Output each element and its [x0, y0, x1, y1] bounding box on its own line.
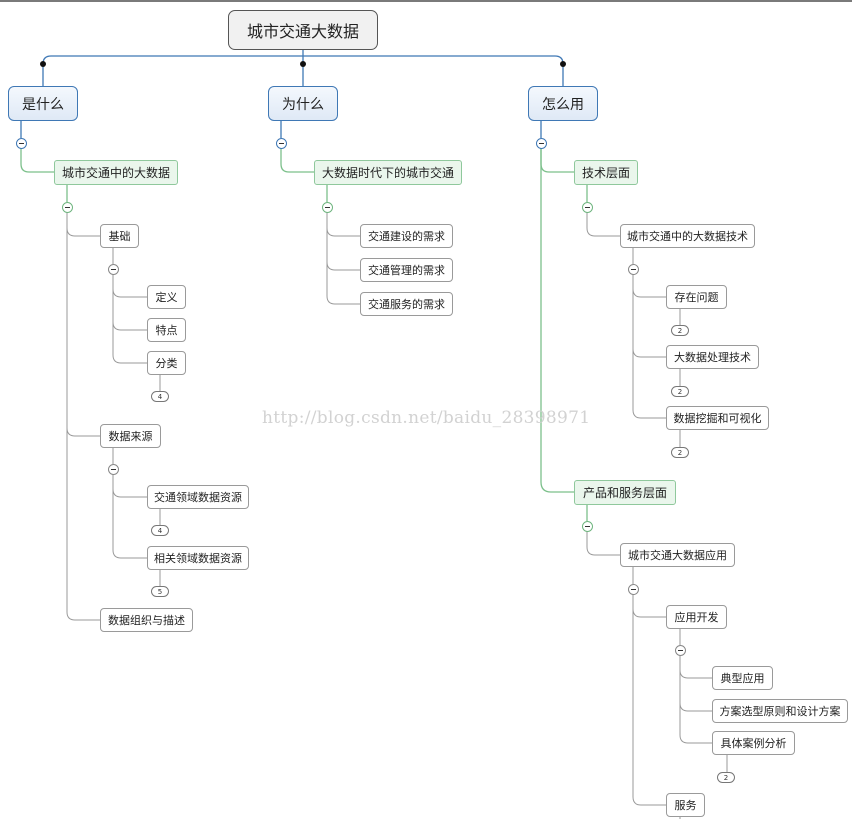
collapse-toggle-icon[interactable]: [108, 264, 119, 275]
node-mining-visualization[interactable]: 数据挖掘和可视化: [666, 406, 769, 430]
node-case-analysis[interactable]: 具体案例分析: [712, 731, 795, 755]
subtopic-big-data-in-traffic[interactable]: 城市交通中的大数据: [54, 160, 178, 185]
node-related-domain-data[interactable]: 相关领域数据资源: [147, 546, 249, 570]
collapse-toggle-icon[interactable]: [582, 202, 593, 213]
collapsed-count-badge[interactable]: 4: [151, 525, 169, 536]
collapsed-count-badge[interactable]: 2: [717, 772, 735, 783]
topic-how[interactable]: 怎么用: [528, 86, 598, 121]
node-data-sources[interactable]: 数据来源: [100, 424, 161, 448]
node-management-demand[interactable]: 交通管理的需求: [360, 258, 453, 282]
node-typical-application[interactable]: 典型应用: [712, 666, 773, 690]
collapse-toggle-icon[interactable]: [628, 584, 639, 595]
node-app-development[interactable]: 应用开发: [666, 605, 727, 629]
subtopic-product-service-level[interactable]: 产品和服务层面: [574, 480, 676, 505]
node-selection-principles[interactable]: 方案选型原则和设计方案: [712, 699, 848, 723]
node-construction-demand[interactable]: 交通建设的需求: [360, 224, 453, 248]
node-service[interactable]: 服务: [666, 793, 705, 817]
collapse-toggle-icon[interactable]: [582, 521, 593, 532]
collapse-toggle-icon[interactable]: [108, 464, 119, 475]
node-definition[interactable]: 定义: [147, 285, 186, 309]
root-topic[interactable]: 城市交通大数据: [228, 10, 378, 50]
node-characteristics[interactable]: 特点: [147, 318, 186, 342]
node-big-data-application[interactable]: 城市交通大数据应用: [620, 543, 735, 567]
junction-dot: [300, 61, 306, 67]
node-data-processing[interactable]: 大数据处理技术: [666, 345, 759, 369]
node-big-data-technology[interactable]: 城市交通中的大数据技术: [620, 224, 755, 248]
collapsed-count-badge[interactable]: 2: [671, 325, 689, 336]
node-basics[interactable]: 基础: [100, 224, 139, 248]
collapsed-count-badge[interactable]: 2: [671, 447, 689, 458]
collapse-toggle-icon[interactable]: [675, 645, 686, 656]
node-classification[interactable]: 分类: [147, 351, 186, 375]
collapse-toggle-icon[interactable]: [322, 202, 333, 213]
watermark-text: http://blog.csdn.net/baidu_28398971: [262, 408, 591, 428]
window-top-border: [0, 0, 852, 2]
junction-dot: [560, 61, 566, 67]
collapsed-count-badge[interactable]: 5: [151, 586, 169, 597]
node-service-demand[interactable]: 交通服务的需求: [360, 292, 453, 316]
junction-dot: [40, 61, 46, 67]
collapse-toggle-icon[interactable]: [536, 138, 547, 149]
collapse-toggle-icon[interactable]: [62, 202, 73, 213]
collapse-toggle-icon[interactable]: [276, 138, 287, 149]
node-data-organization[interactable]: 数据组织与描述: [100, 608, 193, 632]
collapsed-count-badge[interactable]: 2: [671, 386, 689, 397]
node-existing-problems[interactable]: 存在问题: [666, 285, 727, 309]
collapsed-count-badge[interactable]: 4: [151, 391, 169, 402]
collapse-toggle-icon[interactable]: [628, 264, 639, 275]
topic-why[interactable]: 为什么: [268, 86, 338, 121]
topic-what[interactable]: 是什么: [8, 86, 78, 121]
node-traffic-domain-data[interactable]: 交通领域数据资源: [147, 485, 249, 509]
subtopic-urban-traffic-big-data-era[interactable]: 大数据时代下的城市交通: [314, 160, 462, 185]
collapse-toggle-icon[interactable]: [16, 138, 27, 149]
subtopic-technology-level[interactable]: 技术层面: [574, 160, 638, 185]
